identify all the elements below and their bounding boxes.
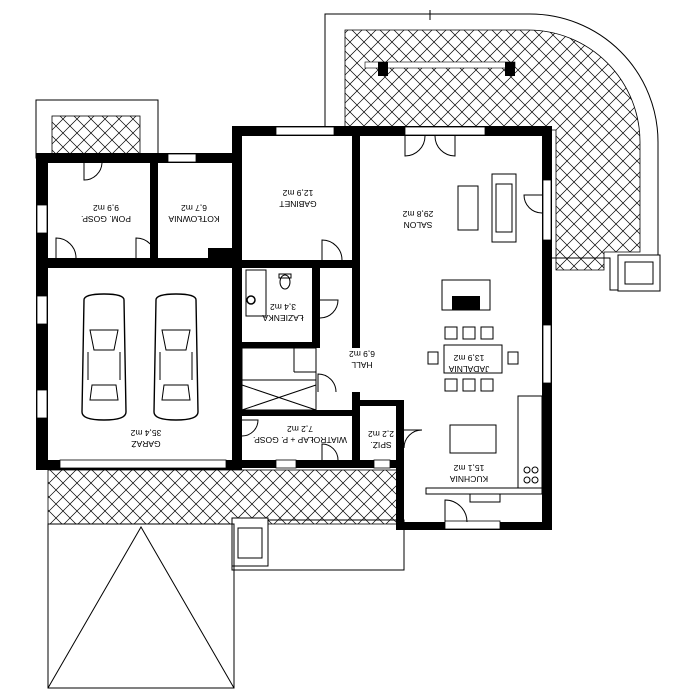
- room-area: 29,8 m2: [402, 209, 433, 219]
- room-area: 6,9 m2: [349, 349, 375, 359]
- room-area: 9,9 m2: [93, 203, 119, 213]
- room-name: SPIŻ.: [370, 440, 391, 450]
- room-area: 12,9 m2: [282, 188, 313, 198]
- stairs: [241, 347, 317, 411]
- room-label-pom-gosp: POM. GOSP.9,9 m2: [81, 203, 131, 224]
- room-area: 7,2 m2: [287, 424, 313, 434]
- room-name: SALON: [404, 220, 433, 230]
- room-label-spiz: SPIŻ.2,2 m2: [368, 429, 394, 450]
- car-icon: [153, 293, 199, 421]
- windows: [36, 126, 552, 530]
- room-name: POM. GOSP.: [81, 214, 131, 224]
- room-name: KUCHNIA: [450, 474, 489, 484]
- room-name: HALL: [351, 360, 373, 370]
- room-name: KOTŁOWNIA: [168, 214, 219, 224]
- room-area: 6,7 m2: [181, 203, 207, 213]
- sofa-icon: [457, 173, 517, 243]
- room-name: GABINET: [279, 199, 316, 209]
- front-terrace: [47, 469, 405, 571]
- driveway: [47, 523, 235, 689]
- room-label-wiatrolap: WIATROŁAP + P. GOSP.7,2 m2: [253, 424, 347, 445]
- room-name: WIATROŁAP + P. GOSP.: [253, 435, 347, 445]
- kitchen-units: [425, 395, 543, 503]
- utility-porch: [35, 99, 159, 159]
- room-area: 13,9 m2: [453, 353, 484, 363]
- dining-table-icon: [427, 326, 519, 392]
- room-name: GARAŻ: [131, 439, 160, 449]
- room-area: 2,2 m2: [368, 429, 394, 439]
- doors: [55, 135, 543, 523]
- bathroom-fixtures: [245, 269, 292, 317]
- room-area: 3,4 m2: [270, 302, 296, 312]
- car-icon: [81, 293, 127, 421]
- room-area: 15,1 m2: [453, 463, 484, 473]
- terrace: [324, 10, 661, 292]
- fireplace-icon: [441, 279, 491, 311]
- room-name: ŁAZIENKA: [262, 313, 303, 323]
- room-name: JADALNIA: [448, 364, 489, 374]
- room-area: 35,4 m2: [130, 428, 161, 438]
